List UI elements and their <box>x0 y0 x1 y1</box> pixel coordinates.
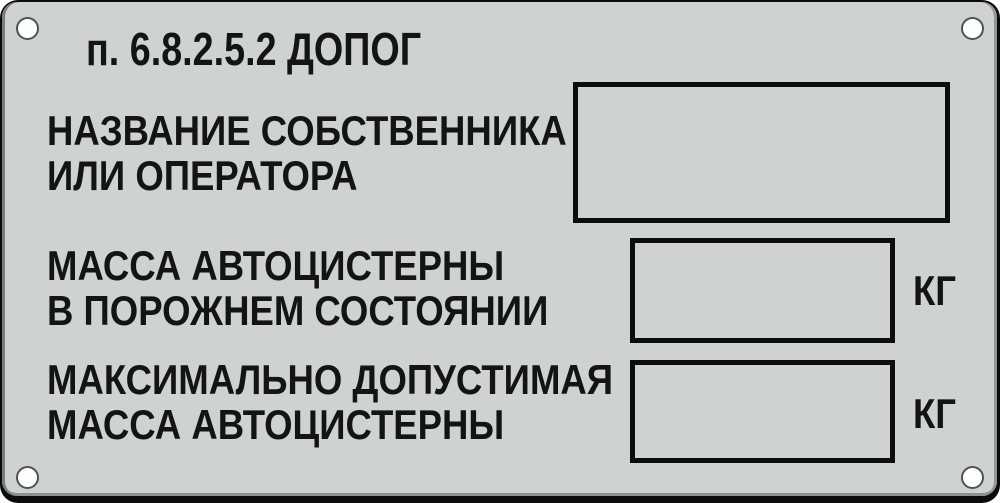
owner-name-value-box <box>573 82 950 223</box>
screw-hole-bottom-right <box>961 466 984 489</box>
max-mass-value-box <box>630 360 895 463</box>
owner-name-label: НАЗВАНИЕ СОБСТВЕННИКА ИЛИ ОПЕРАТОРА <box>47 108 567 198</box>
max-mass-label-line1: МАКСИМАЛЬНО ДОПУСТИМАЯ <box>47 356 614 403</box>
screw-hole-bottom-left <box>16 466 39 489</box>
plate-title: п. 6.8.2.5.2 ДОПОГ <box>86 23 422 75</box>
screw-hole-top-left <box>16 17 39 40</box>
max-mass-unit-label: КГ <box>913 390 957 437</box>
empty-mass-value-box <box>630 238 895 343</box>
owner-name-label-line2: ИЛИ ОПЕРАТОРА <box>47 152 358 199</box>
empty-mass-label: МАССА АВТОЦИСТЕРНЫ В ПОРОЖНЕМ СОСТОЯНИИ <box>47 243 548 333</box>
screw-hole-top-right <box>961 17 984 40</box>
empty-mass-label-line2: В ПОРОЖНЕМ СОСТОЯНИИ <box>47 287 549 334</box>
owner-name-label-line1: НАЗВАНИЕ СОБСТВЕННИКА <box>47 107 567 154</box>
max-mass-label: МАКСИМАЛЬНО ДОПУСТИМАЯ МАССА АВТОЦИСТЕРН… <box>47 357 613 447</box>
empty-mass-unit-label: КГ <box>913 267 957 314</box>
max-mass-label-line2: МАССА АВТОЦИСТЕРНЫ <box>47 401 505 448</box>
empty-mass-label-line1: МАССА АВТОЦИСТЕРНЫ <box>47 242 505 289</box>
